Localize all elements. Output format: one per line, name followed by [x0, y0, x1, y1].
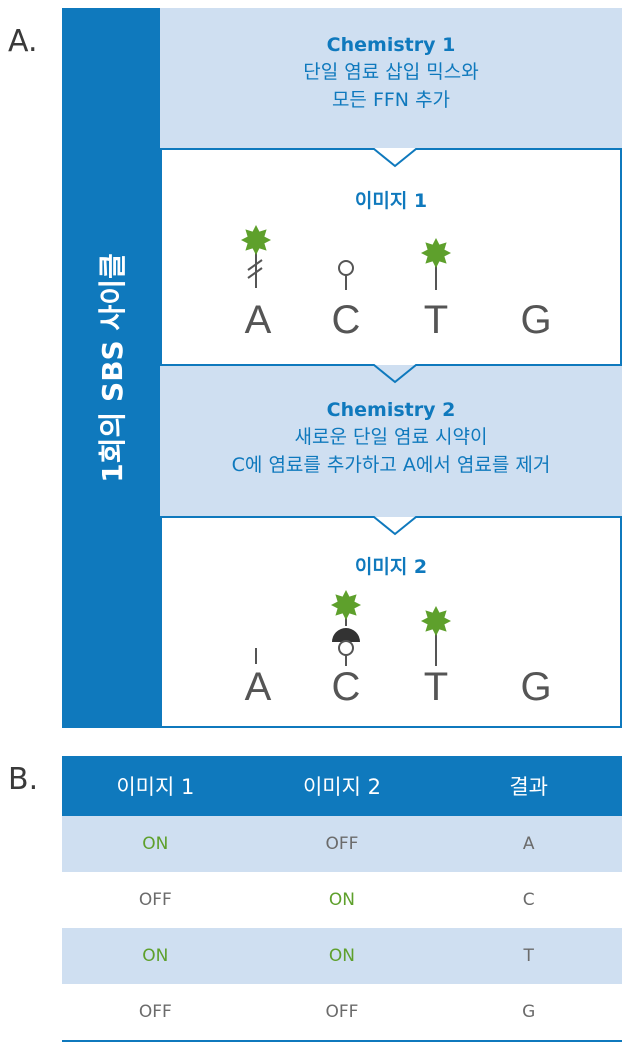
divider-notch	[160, 516, 622, 536]
open-linker-icon	[338, 260, 354, 276]
table-cell: ON	[62, 816, 249, 872]
table-row: OFF OFF G	[62, 984, 622, 1041]
base-letter: A	[245, 665, 272, 709]
green-dye-icon	[421, 606, 451, 636]
panel-b-label: B.	[8, 762, 39, 797]
dye-binder-icon	[332, 628, 360, 642]
chemistry-1-line: 모든 FFN 추가	[331, 89, 451, 111]
column-header: 이미지 2	[248, 756, 436, 816]
table-cell: ON	[328, 890, 356, 910]
chemistry-1-title: Chemistry 1	[326, 34, 456, 56]
base-letter: T	[424, 298, 448, 342]
sbs-cycle-diagram: 1회의 SBS 사이클 Chemistry 1 단일 염료 삽입 믹스와 모든 …	[62, 8, 622, 728]
table-cell: OFF	[138, 1002, 172, 1022]
base-letter: A	[245, 298, 272, 342]
chemistry-2-line: C에 염료를 추가하고 A에서 염료를 제거	[231, 454, 551, 476]
column-header: 이미지 1	[62, 756, 249, 816]
bases-illustration: A C T G A C T G	[160, 148, 622, 709]
table-cell: C	[522, 890, 535, 910]
table-cell: ON	[62, 928, 249, 984]
cycle-side-bar: 1회의 SBS 사이클	[62, 8, 160, 728]
table-cell: A	[435, 816, 622, 872]
base-letter: T	[424, 665, 448, 709]
cleavage-mark	[247, 259, 263, 271]
cleavage-mark	[247, 267, 263, 279]
base-letter: G	[520, 298, 551, 342]
linker-circle-icon	[338, 640, 354, 656]
image-1-title: 이미지 1	[354, 190, 428, 212]
panel-a-label: A.	[8, 24, 38, 59]
chemistry-2-box: Chemistry 2 새로운 단일 염료 시약이 C에 염료를 추가하고 A에…	[160, 365, 622, 517]
chemistry-2-title: Chemistry 2	[326, 399, 456, 421]
table-row: OFF ON C	[62, 872, 622, 928]
divider-notch	[160, 148, 622, 168]
base-letter: C	[332, 298, 361, 342]
green-dye-icon	[331, 590, 361, 620]
green-dye-icon	[241, 225, 271, 255]
chemistry-1-box: Chemistry 1 단일 염료 삽입 믹스와 모든 FFN 추가	[160, 8, 622, 148]
divider-notch	[160, 364, 622, 384]
image-2-title: 이미지 2	[354, 556, 428, 578]
green-dye-icon	[421, 238, 451, 268]
table-cell: OFF	[325, 1002, 359, 1022]
table-cell: G	[522, 1002, 536, 1022]
base-letter: G	[520, 665, 551, 709]
table-cell: OFF	[138, 890, 172, 910]
column-header: 결과	[435, 756, 622, 816]
table-cell: OFF	[248, 816, 436, 872]
chemistry-2-line: 새로운 단일 염료 시약이	[294, 426, 488, 448]
chemistry-1-line: 단일 염료 삽입 믹스와	[303, 61, 479, 83]
table-header-row: 이미지 1 이미지 2 결과	[62, 756, 622, 816]
table-cell: ON	[248, 928, 436, 984]
table-cell: T	[435, 928, 622, 984]
base-letter: C	[332, 665, 361, 709]
